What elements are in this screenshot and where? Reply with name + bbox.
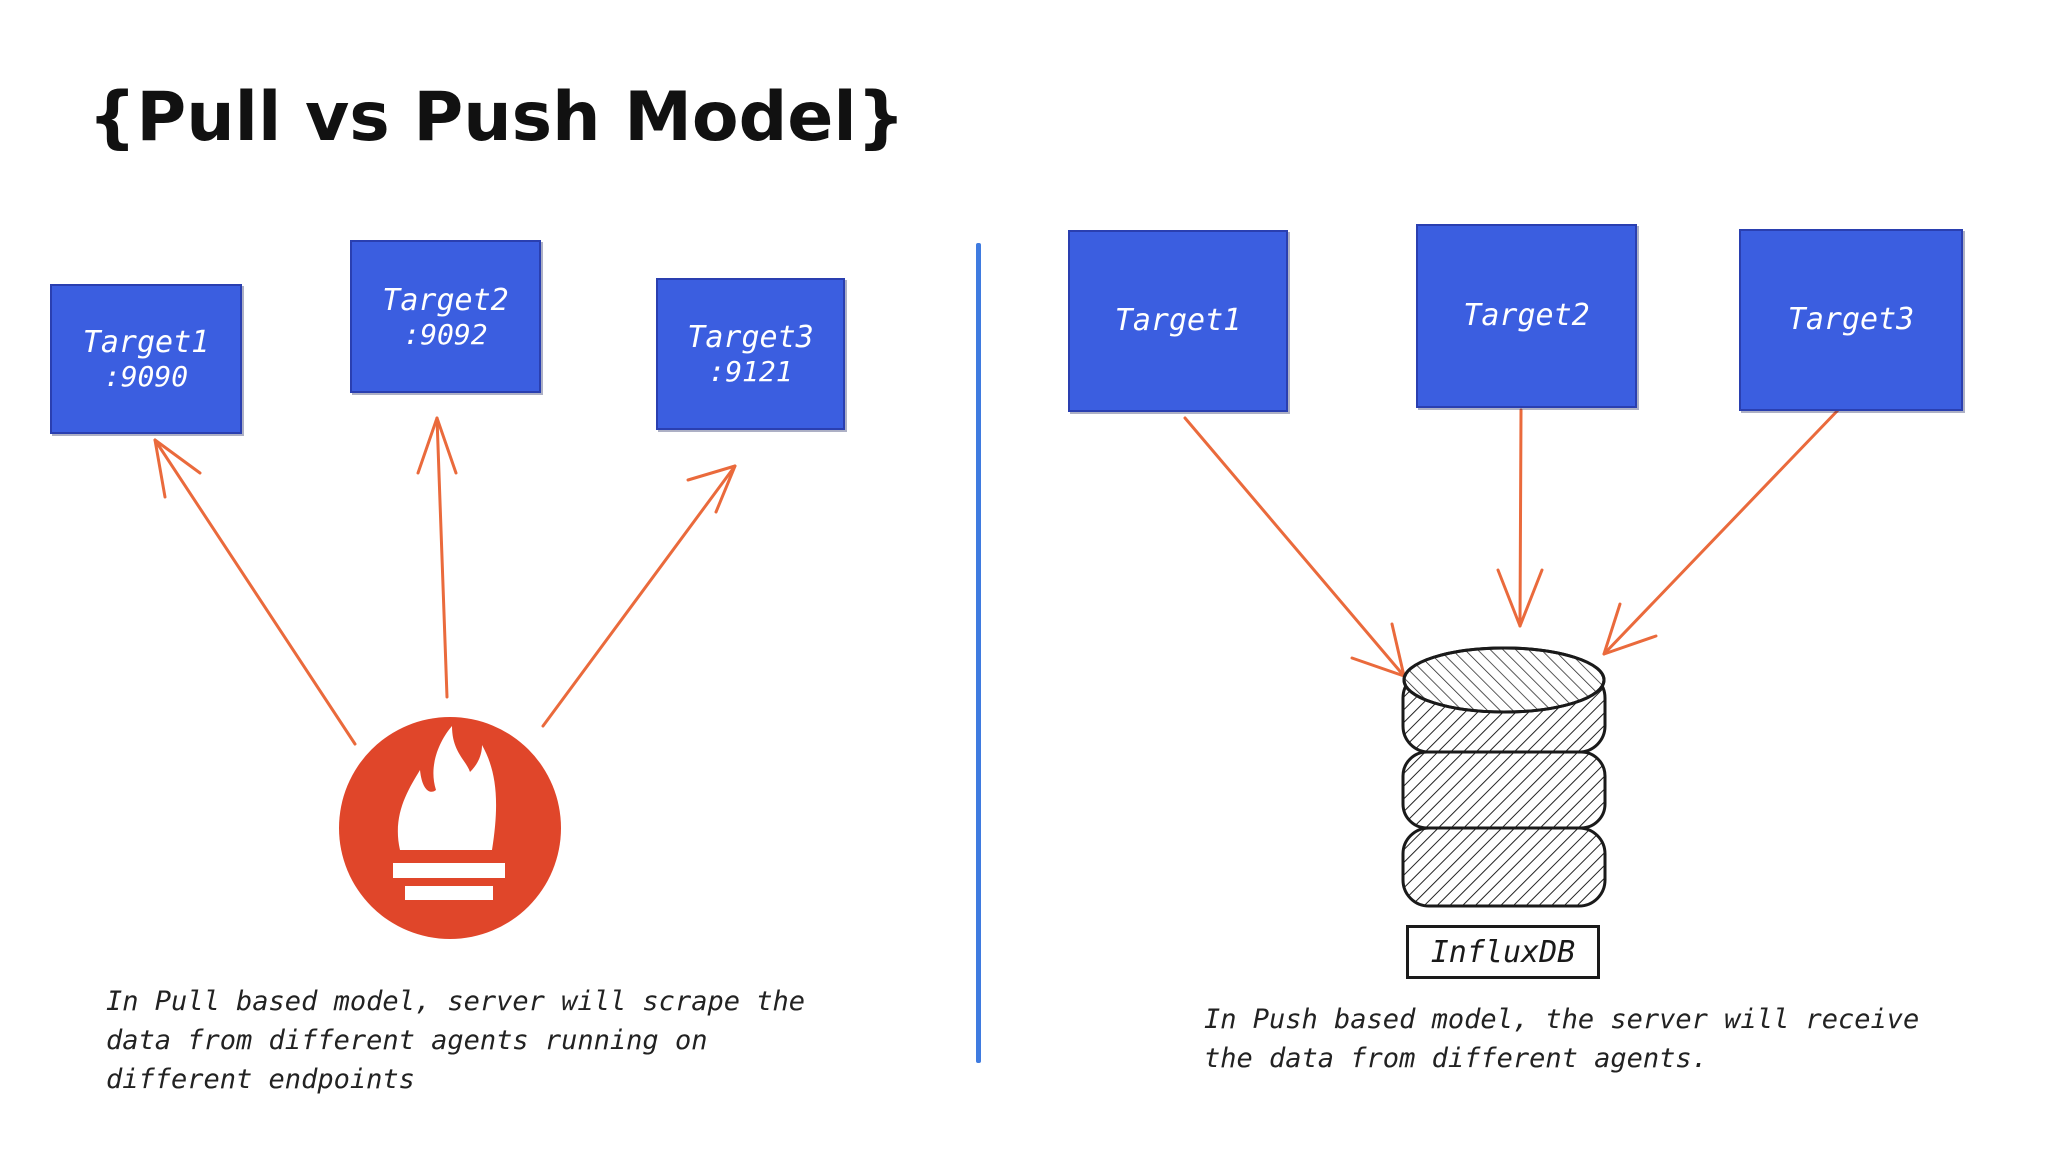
pull-target-2-port: :9092 [403,317,488,351]
pull-arrows [153,416,737,746]
page-title: {Pull vs Push Model} [88,78,906,157]
pull-arrow-target2 [416,416,458,699]
push-target-1: Target1 [1068,230,1288,412]
push-arrow-target1 [1183,416,1406,678]
database-icon [1401,646,1607,908]
influxdb-label: InfluxDB [1406,925,1600,979]
push-caption-line: the data from different agents. [1204,1043,1708,1074]
prometheus-icon [339,717,561,939]
pull-target-3-port: :9121 [708,355,793,388]
pull-target-1: Target1 :9090 [50,284,242,434]
section-divider [976,243,981,1063]
pull-target-1-name: Target1 [82,325,210,360]
pull-target-2-name: Target2 [382,282,509,318]
pull-target-3-name: Target3 [687,320,814,355]
push-target-3-name: Target3 [1787,302,1915,337]
pull-caption-line: different endpoints [106,1064,415,1095]
push-arrow-target3 [1602,406,1842,656]
push-target-2: Target2 [1416,224,1637,408]
push-arrow-target2 [1496,408,1544,628]
pull-target-1-port: :9090 [103,360,189,393]
pull-arrow-target1 [153,438,357,746]
push-caption-line: In Push based model, the server will rec… [1204,1004,1920,1035]
pull-caption: In Pull based model, server will scrape … [106,982,805,1099]
push-arrows [1183,406,1842,678]
push-target-3: Target3 [1739,229,1963,411]
pull-caption-line: In Pull based model, server will scrape … [106,986,805,1017]
push-caption: In Push based model, the server will rec… [1204,1000,1919,1078]
push-target-2-name: Target2 [1463,298,1590,333]
pull-target-2: Target2 :9092 [350,240,541,393]
pull-arrow-target3 [541,464,737,728]
push-target-1-name: Target1 [1114,303,1242,338]
pull-target-3: Target3 :9121 [656,278,845,430]
pull-caption-line: data from different agents running on [106,1025,708,1056]
